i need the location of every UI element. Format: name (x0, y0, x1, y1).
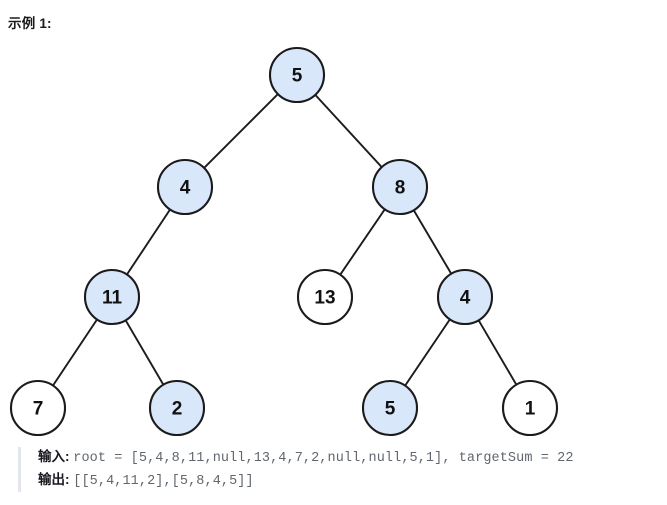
binary-tree-figure: 5 4 8 11 13 4 7 2 5 1 (0, 30, 667, 440)
tree-node-circle (501, 379, 559, 437)
tree-edge (124, 319, 165, 386)
tree-node: 13 (296, 268, 354, 326)
tree-node-label: 2 (172, 399, 183, 420)
tree-node: 4 (436, 268, 494, 326)
tree-node-circle (371, 158, 429, 216)
tree-node-label: 11 (102, 288, 123, 309)
input-label: 输入: (38, 449, 70, 464)
tree-edge (404, 318, 451, 387)
tree-node: 2 (148, 379, 206, 437)
tree-edges-group (52, 93, 518, 387)
tree-node-label: 5 (385, 399, 396, 420)
tree-edge (314, 94, 383, 168)
tree-node-circle (296, 268, 354, 326)
tree-node-label: 4 (460, 288, 471, 309)
tree-node-circle (268, 46, 326, 104)
output-label: 输出: (38, 471, 70, 487)
tree-node: 1 (501, 379, 559, 437)
tree-edge (126, 208, 171, 276)
output-row: 输出: [[5,4,11,2],[5,8,4,5]] (38, 470, 574, 493)
io-block: 输入: root = [5,4,8,11,null,13,4,7,2,null,… (18, 447, 574, 493)
tree-node: 7 (9, 379, 67, 437)
tree-node-circle (9, 379, 67, 437)
binary-tree-svg: 5 4 8 11 13 4 7 2 5 1 (9, 46, 559, 437)
tree-node-circle (156, 158, 214, 216)
tree-edge (52, 318, 98, 387)
tree-node-label: 4 (180, 178, 191, 199)
example-title: 示例 1: (8, 16, 52, 31)
output-value: [[5,4,11,2],[5,8,4,5]] (73, 473, 254, 489)
tree-node-label: 8 (395, 178, 406, 199)
input-value: root = [5,4,8,11,null,13,4,7,2,null,null… (73, 451, 574, 466)
tree-node-label: 1 (525, 399, 536, 420)
tree-node: 4 (156, 158, 214, 216)
tree-node-circle (148, 379, 206, 437)
tree-node: 5 (361, 379, 419, 437)
tree-node-circle (361, 379, 419, 437)
tree-node-label: 5 (292, 66, 303, 87)
tree-edge (339, 208, 386, 276)
tree-node: 5 (268, 46, 326, 104)
tree-node-label: 13 (314, 288, 335, 309)
input-row: 输入: root = [5,4,8,11,null,13,4,7,2,null,… (38, 447, 574, 470)
tree-edge (203, 93, 279, 169)
tree-nodes-group: 5 4 8 11 13 4 7 2 5 1 (9, 46, 559, 437)
tree-node-label: 7 (33, 399, 44, 420)
tree-node-circle (436, 268, 494, 326)
tree-edge (477, 319, 518, 386)
tree-node-circle (83, 268, 141, 326)
tree-node: 8 (371, 158, 429, 216)
tree-node: 11 (83, 268, 141, 326)
tree-edge (412, 209, 453, 275)
